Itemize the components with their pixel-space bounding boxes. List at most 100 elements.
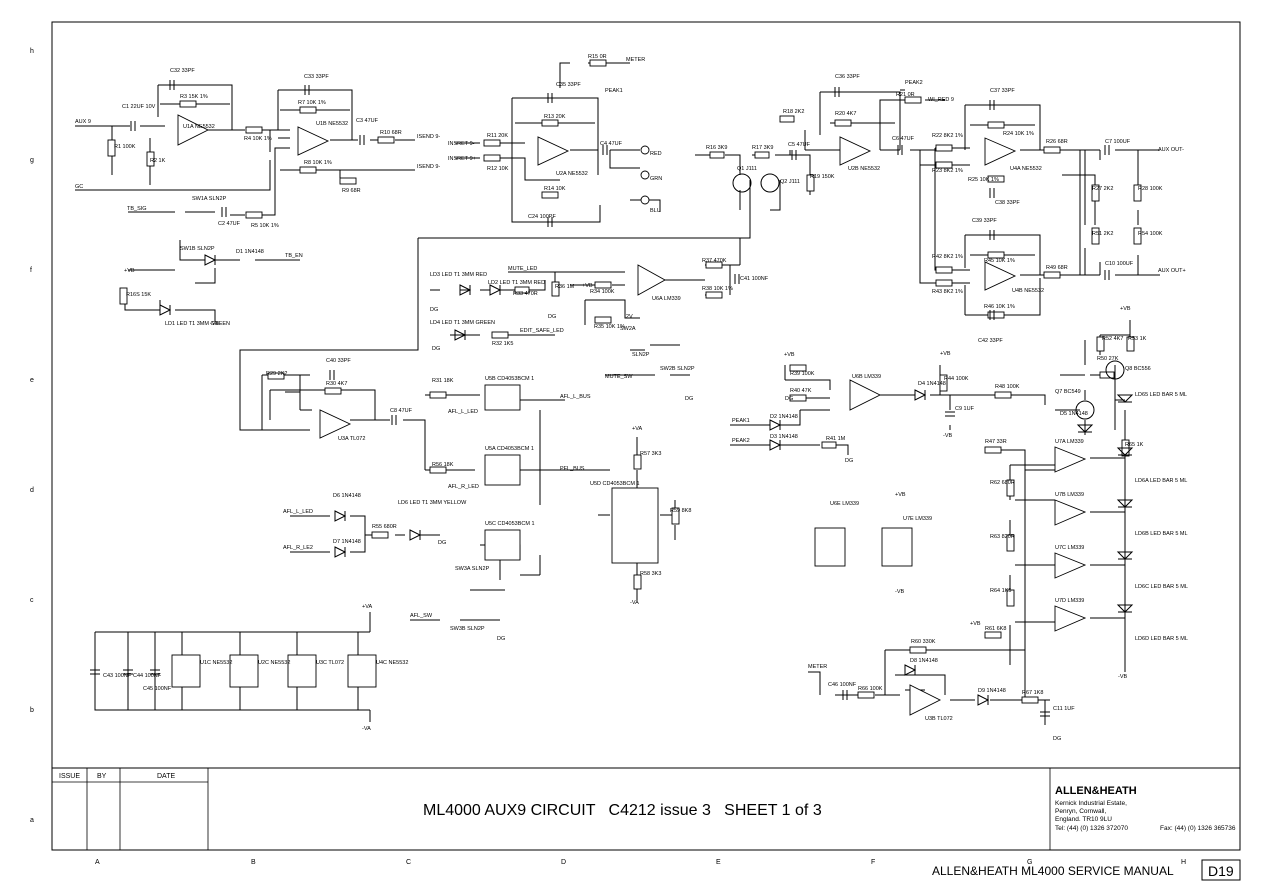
label-r42: R42 8K2 1% xyxy=(932,254,963,260)
label-r8: R8 10K 1% xyxy=(304,160,332,166)
label-u5a: U5A CD4053BCM 1 xyxy=(485,446,534,452)
net-dg-c11: DG xyxy=(1053,736,1061,742)
label-r35: R35 10K 1% xyxy=(594,324,625,330)
label-u4a: U4A NE5532 xyxy=(1010,166,1042,172)
ic-u2c xyxy=(229,654,259,688)
label-r1: R1 100K xyxy=(114,144,136,150)
label-r48: R48 100K xyxy=(995,384,1020,390)
diode-symbols xyxy=(159,254,1134,706)
net-afl-l-led-b: AFL_L_LED xyxy=(283,509,313,515)
net-afl-r-le2: AFL_R_LE2 xyxy=(283,545,313,551)
opamp-u3a xyxy=(319,409,352,439)
label-u3a: U3A TL072 xyxy=(338,436,365,442)
grid-col-d: D xyxy=(561,859,566,866)
transistor-symbols xyxy=(732,173,1125,420)
label-sw2a-part: SLN2P xyxy=(632,352,650,358)
label-c36: C36 33PF xyxy=(835,74,860,80)
label-u1b: U1B NE5532 xyxy=(316,121,348,127)
footer-text: ALLEN&HEATH ML4000 SERVICE MANUAL xyxy=(932,864,1174,878)
label-d6: D6 1N4148 xyxy=(333,493,361,499)
label-r9: R9 68R xyxy=(342,188,361,194)
label-u5d: U5D CD4053BCM 1 xyxy=(590,481,640,487)
net-dg-sw2b: DG xyxy=(685,396,693,402)
address-line-2: Penryn, Cornwall, xyxy=(1055,808,1106,815)
label-r65: R65 1K xyxy=(1125,442,1144,448)
grid-col-f: F xyxy=(871,859,875,866)
label-r4: R4 10K 1% xyxy=(244,136,272,142)
net-peak1-in: PEAK1 xyxy=(732,418,750,424)
label-c9: C9 1UF xyxy=(955,406,975,412)
label-r7: R7 10K 1% xyxy=(298,100,326,106)
net-dg-ld4: DG xyxy=(432,346,440,352)
label-r36: R36 1M xyxy=(555,284,575,290)
net-afl-l-bus: AFL_L_BUS xyxy=(560,394,591,400)
opamp-u1b xyxy=(297,126,330,156)
net-minus-vb-leds: -VB xyxy=(1118,674,1128,680)
net-plus-vb-u7e: +VB xyxy=(895,492,906,498)
net-labels: AUX 9 GC TB_SIG TB_EN METER PEAK1 PEAK2 … xyxy=(75,57,1186,742)
page-badge-box xyxy=(1201,859,1241,881)
net-dg-ld6: DG xyxy=(438,540,446,546)
net-afl-sw: AFL_SW xyxy=(410,613,433,619)
label-c6: C6 47UF xyxy=(892,136,915,142)
opamp-u7d xyxy=(1054,605,1087,632)
label-c42: C42 33PF xyxy=(978,338,1003,344)
grid-col-g: G xyxy=(1027,859,1032,866)
grid-row-g: g xyxy=(30,157,34,164)
grid-row-e: e xyxy=(30,377,34,384)
grid-col-h: H xyxy=(1181,859,1186,866)
grid-row-d: d xyxy=(30,487,34,494)
label-c33: C33 33PF xyxy=(304,74,329,80)
label-c7: C7 100UF xyxy=(1105,139,1131,145)
label-r5: R5 10K 1% xyxy=(251,223,279,229)
opamp-symbols xyxy=(177,114,1087,716)
label-u3b: U3B TL072 xyxy=(925,716,953,722)
by-header: BY xyxy=(97,773,107,780)
label-c43: C43 100NF xyxy=(103,673,132,679)
ic-u5b xyxy=(484,384,521,411)
label-sw2a: SW2A xyxy=(620,326,636,332)
net-minus-vb-u7e: -VB xyxy=(895,589,905,595)
net-plus-vb-r44: +VB xyxy=(940,351,951,357)
opamp-u6a xyxy=(637,264,666,296)
company-name: ALLEN&HEATH xyxy=(1055,785,1137,797)
net-tb-sig: TB_SIG xyxy=(127,206,147,212)
grid-row-b: b xyxy=(30,707,34,714)
ic-u6e xyxy=(814,527,846,567)
grid-col-c: C xyxy=(406,859,411,866)
label-sw3a: SW3A SLN2P xyxy=(455,566,490,572)
label-r28: R28 100K xyxy=(1138,186,1163,192)
label-u7c: U7C LM339 xyxy=(1055,545,1084,551)
label-r16: R16 3K9 xyxy=(706,145,727,151)
net-peak1: PEAK1 xyxy=(605,88,623,94)
net-meter-in: METER xyxy=(808,664,827,670)
label-ld6: LD6 LED T1 3MM YELLOW xyxy=(398,500,467,506)
opamp-u4b xyxy=(984,261,1017,291)
label-r56: R56 18K xyxy=(432,462,454,468)
ic-u5d xyxy=(611,487,659,564)
label-u1c: U1C NE5532 xyxy=(200,660,232,666)
label-d2: D2 1N4148 xyxy=(770,414,798,420)
label-c24: C24 100PF xyxy=(528,214,556,220)
label-q7: Q7 BC549 xyxy=(1055,389,1081,395)
net-dg-ld3: DG xyxy=(430,307,438,313)
label-r17: R17 3K9 xyxy=(752,145,773,151)
label-c32: C32 33PF xyxy=(170,68,195,74)
label-c1: C1 22UF 10V xyxy=(122,104,156,110)
net-dg-sw3b: DG xyxy=(497,636,505,642)
ic-u5c xyxy=(484,529,521,561)
ic-u3c xyxy=(287,654,317,688)
label-u6e: U6E LM339 xyxy=(830,501,859,507)
net-dg-r40: DG xyxy=(785,396,793,402)
label-r43: R43 8K2 1% xyxy=(932,289,963,295)
label-r34: R34 100K xyxy=(590,289,615,295)
grid-col-a: A xyxy=(95,859,100,866)
net-peak2-in: PEAK2 xyxy=(732,438,750,444)
label-u5b: U5B CD4053BCM 1 xyxy=(485,376,534,382)
label-u6a: U6A LM339 xyxy=(652,296,681,302)
net-mute-sw: MUTE_SW xyxy=(605,374,633,380)
label-u2b: U2B NE5532 xyxy=(848,166,880,172)
label-u1a: U1A NE5532 xyxy=(183,124,215,130)
net-blu: BLU xyxy=(650,208,661,214)
label-r2: R2 1K xyxy=(150,158,166,164)
